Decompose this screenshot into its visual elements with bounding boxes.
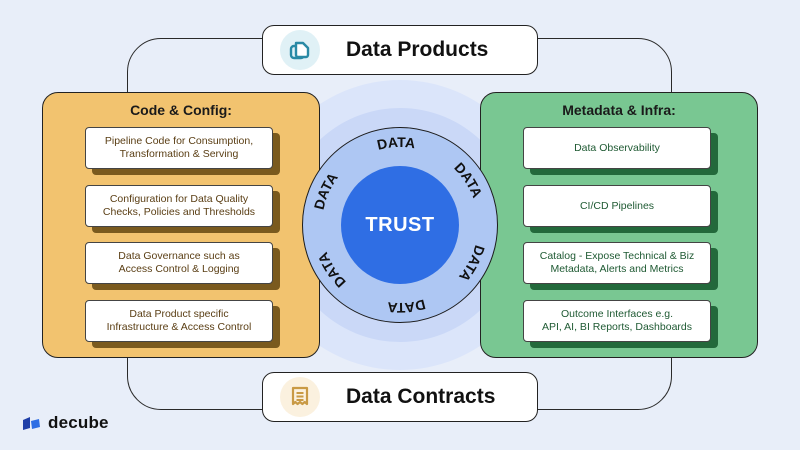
ring-label: DATA [451,159,485,200]
card: Configuration for Data Quality Checks, P… [85,185,280,233]
ring-label: DATA [314,250,348,291]
card-text: CI/CD Pipelines [579,199,655,212]
card-text: Pipeline Code for Consumption, Transform… [104,135,254,160]
card-text: Data Governance such as Access Control &… [118,250,240,275]
card: Data Observability [523,127,718,175]
ring-label: DATA [387,296,428,316]
trust-core: TRUST [341,166,459,284]
card: Pipeline Code for Consumption, Transform… [85,127,280,175]
data-contracts-label: Data Contracts [262,372,538,422]
code-config-panel: Code & Config: Pipeline Code for Consump… [42,92,320,358]
decube-logo-icon [22,415,42,431]
card-text: Data Product specific Infrastructure & A… [106,308,252,333]
metadata-infra-panel: Metadata & Infra: Data Observability CI/… [480,92,758,358]
card-text: Configuration for Data Quality Checks, P… [102,193,256,218]
card-text: Outcome Interfaces e.g. API, AI, BI Repo… [542,308,692,333]
card: CI/CD Pipelines [523,185,718,233]
card-text: Catalog - Expose Technical & Biz Metadat… [539,250,695,275]
core-label: TRUST [365,213,435,236]
card: Outcome Interfaces e.g. API, AI, BI Repo… [523,300,718,348]
card: Data Governance such as Access Control &… [85,242,280,290]
panel-title: Metadata & Infra: [562,102,676,118]
card: Data Product specific Infrastructure & A… [85,300,280,348]
ring-label: DATA [375,134,416,153]
receipt-icon [280,377,320,417]
brand-logo: decube [22,413,109,433]
card: Catalog - Expose Technical & Biz Metadat… [523,242,718,290]
data-products-label: Data Products [262,25,538,75]
ring-labels: DATA DATA DATA DATA DATA DATA [311,134,488,316]
pill-label: Data Products [346,38,489,61]
pill-label: Data Contracts [346,385,496,408]
panel-title: Code & Config: [130,102,232,118]
ring-label: DATA [311,170,341,211]
ring-label: DATA [456,243,488,284]
stacked-pages-icon [280,30,320,70]
brand-name: decube [48,413,109,432]
card-text: Data Observability [574,141,660,154]
